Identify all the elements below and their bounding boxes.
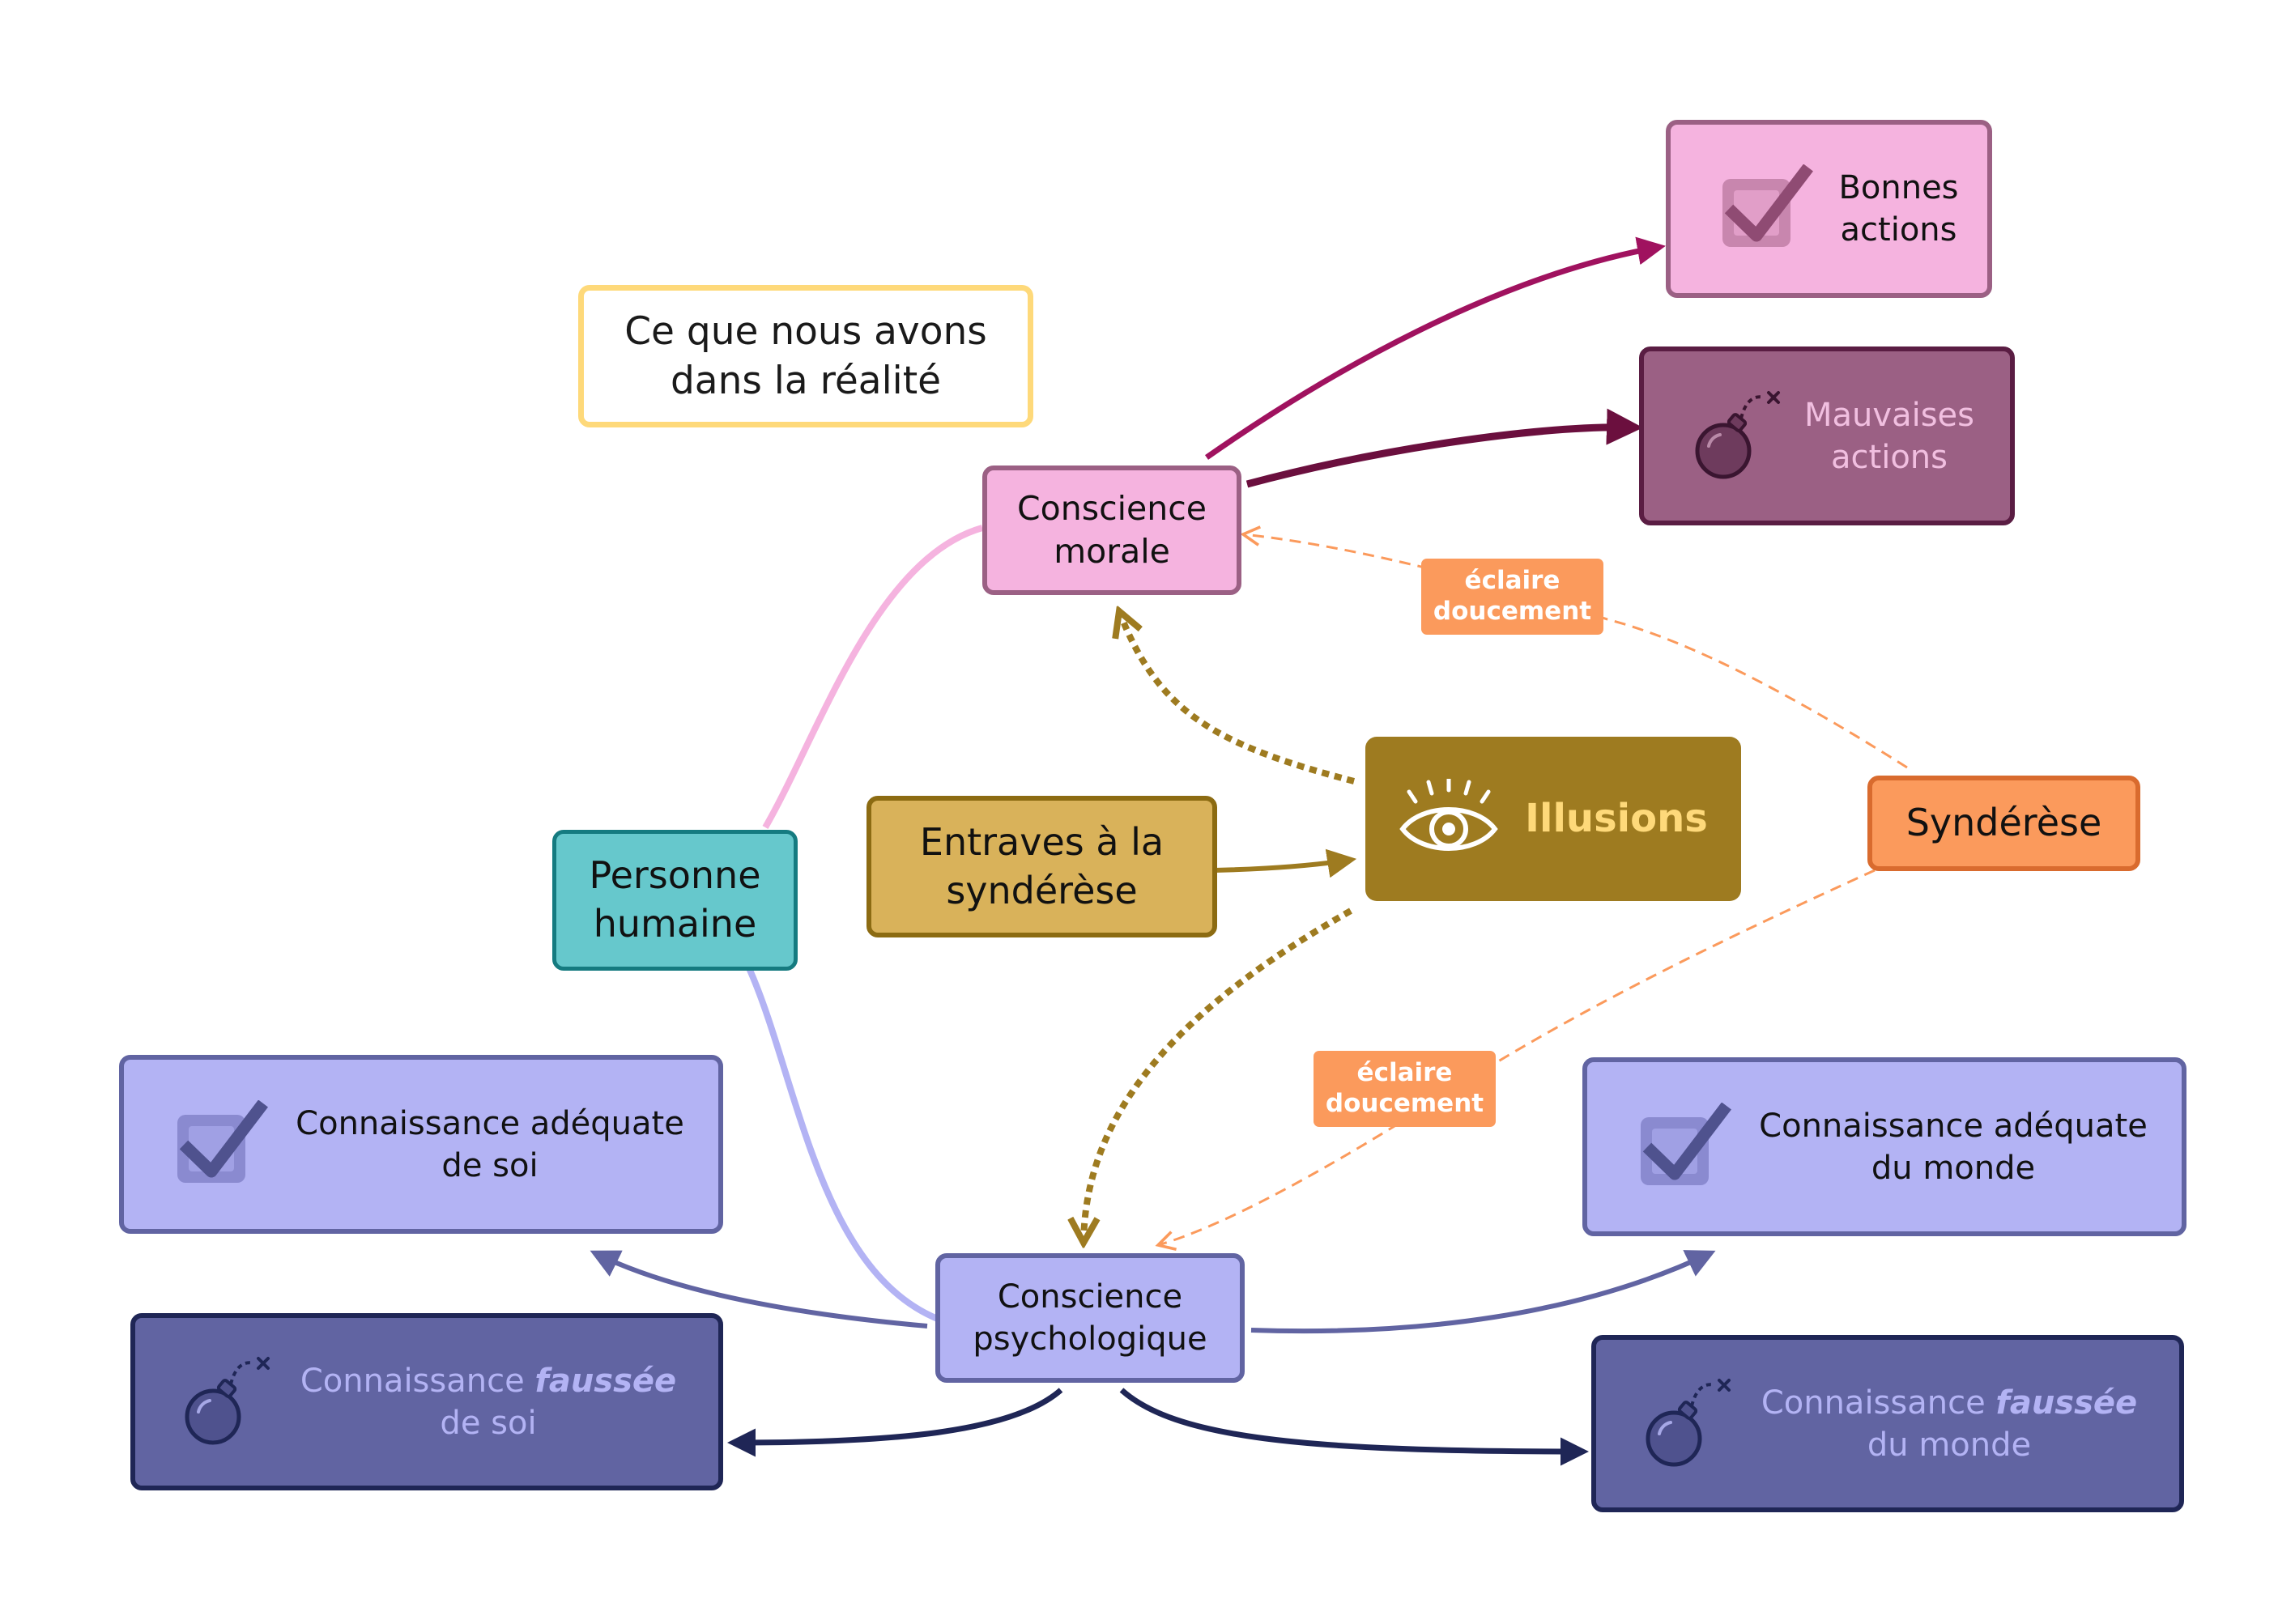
edge-illusions-psycho	[1084, 908, 1352, 1243]
node-monde-bad-label-pre: Connaissance	[1761, 1384, 1996, 1422]
eye-icon	[1399, 778, 1498, 851]
node-entraves: Entraves à la syndérèse	[866, 796, 1217, 937]
checkbox-check-icon	[177, 1099, 268, 1183]
node-synderese-label: Syndérèse	[1905, 801, 2102, 845]
edge-label-upper: éclaire doucement	[1421, 559, 1603, 635]
bomb-icon	[1646, 1378, 1731, 1466]
bomb-icon	[185, 1356, 270, 1444]
edge-personne-morale	[762, 525, 984, 830]
node-bonnes-actions: Bonnes actions	[1666, 120, 1992, 298]
node-soi-bad-label-post: de soi	[440, 1404, 537, 1442]
edge-entraves-illusions	[1214, 848, 1357, 878]
node-reality: Ce que nous avons dans la réalité	[578, 285, 1033, 427]
node-mauvaises-actions: Mauvaises actions	[1639, 346, 2015, 525]
node-soi-bad-label-pre: Connaissance	[300, 1362, 535, 1400]
edge-psycho-soi-bad	[727, 1388, 1063, 1457]
node-monde-bad-label-em: faussée	[1995, 1384, 2138, 1422]
edge-psycho-monde-ok	[1250, 1250, 1716, 1334]
node-illusions-label: Illusions	[1525, 796, 1708, 842]
edge-personne-psycho	[746, 967, 941, 1323]
node-conscience-psychologique: Conscience psychologique	[935, 1253, 1245, 1383]
edge-label-lower: éclaire doucement	[1314, 1051, 1496, 1127]
node-connaissance-adequate-soi: Connaissance adéquate de soi	[119, 1055, 723, 1234]
node-conscience-morale: Conscience morale	[982, 466, 1241, 595]
edge-synderese-morale	[1240, 525, 1908, 769]
edge-morale-bonnes	[1204, 236, 1666, 460]
checkbox-check-icon	[1641, 1102, 1731, 1185]
node-connaissance-adequate-monde: Connaissance adéquate du monde	[1582, 1057, 2186, 1236]
node-bonnes-label: Bonnes actions	[1838, 169, 1959, 249]
bomb-icon	[1695, 390, 1780, 478]
node-personne-humaine: Personne humaine	[552, 830, 798, 971]
node-soi-ok-label: Connaissance adéquate de soi	[296, 1104, 684, 1184]
node-soi-bad-label: Connaissance faussée de soi	[283, 1360, 718, 1444]
node-connaissance-faussee-monde: Connaissance faussée du monde	[1591, 1335, 2184, 1512]
node-morale-label: Conscience morale	[1017, 488, 1207, 571]
node-personne-label: Personne humaine	[589, 853, 761, 946]
node-reality-label: Ce que nous avons dans la réalité	[624, 308, 987, 403]
node-monde-ok-label: Connaissance adéquate du monde	[1759, 1107, 2148, 1187]
node-psycho-label: Conscience psychologique	[973, 1278, 1207, 1358]
edge-psycho-monde-bad	[1119, 1388, 1589, 1466]
node-monde-bad-label-post: du monde	[1867, 1426, 2032, 1464]
node-synderese: Syndérèse	[1867, 776, 2140, 871]
node-illusions: Illusions	[1365, 737, 1741, 901]
edge-psycho-soi-ok	[590, 1250, 928, 1329]
checkbox-check-icon	[1722, 164, 1813, 247]
edge-morale-mauvaises	[1245, 408, 1643, 488]
edge-illusions-morale	[1119, 611, 1356, 784]
node-connaissance-faussee-soi: Connaissance faussée de soi	[130, 1313, 723, 1490]
node-mauvaises-label: Mauvaises actions	[1804, 396, 1974, 476]
node-entraves-label: Entraves à la syndérèse	[919, 819, 1165, 912]
node-soi-bad-label-em: faussée	[534, 1362, 677, 1400]
node-monde-bad-label: Connaissance faussée du monde	[1744, 1382, 2179, 1466]
